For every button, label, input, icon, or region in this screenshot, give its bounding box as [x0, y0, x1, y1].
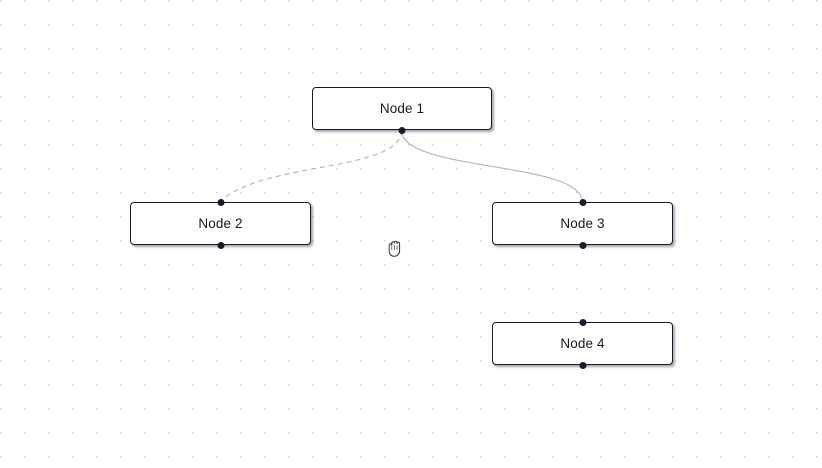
- node-label: Node 3: [560, 215, 605, 231]
- grab-hand-cursor: [388, 240, 401, 257]
- node-node-3[interactable]: Node 3: [492, 198, 673, 249]
- edge-node1-node3[interactable]: [400, 130, 583, 202]
- handle-top[interactable]: [217, 198, 224, 206]
- node-node-1[interactable]: Node 1: [312, 87, 492, 134]
- handle-bottom[interactable]: [398, 126, 406, 134]
- handle-bottom[interactable]: [579, 361, 586, 369]
- node-label: Node 2: [198, 215, 243, 231]
- node-node-2[interactable]: Node 2: [130, 198, 311, 249]
- handle-bottom[interactable]: [579, 241, 586, 249]
- edge-node1-node2[interactable]: [220, 130, 403, 202]
- handle-top[interactable]: [579, 198, 586, 206]
- handle-top[interactable]: [579, 318, 586, 326]
- node-label: Node 1: [379, 100, 425, 116]
- handle-bottom[interactable]: [217, 241, 224, 249]
- node-node-4[interactable]: Node 4: [492, 318, 673, 369]
- node-label: Node 4: [560, 335, 605, 351]
